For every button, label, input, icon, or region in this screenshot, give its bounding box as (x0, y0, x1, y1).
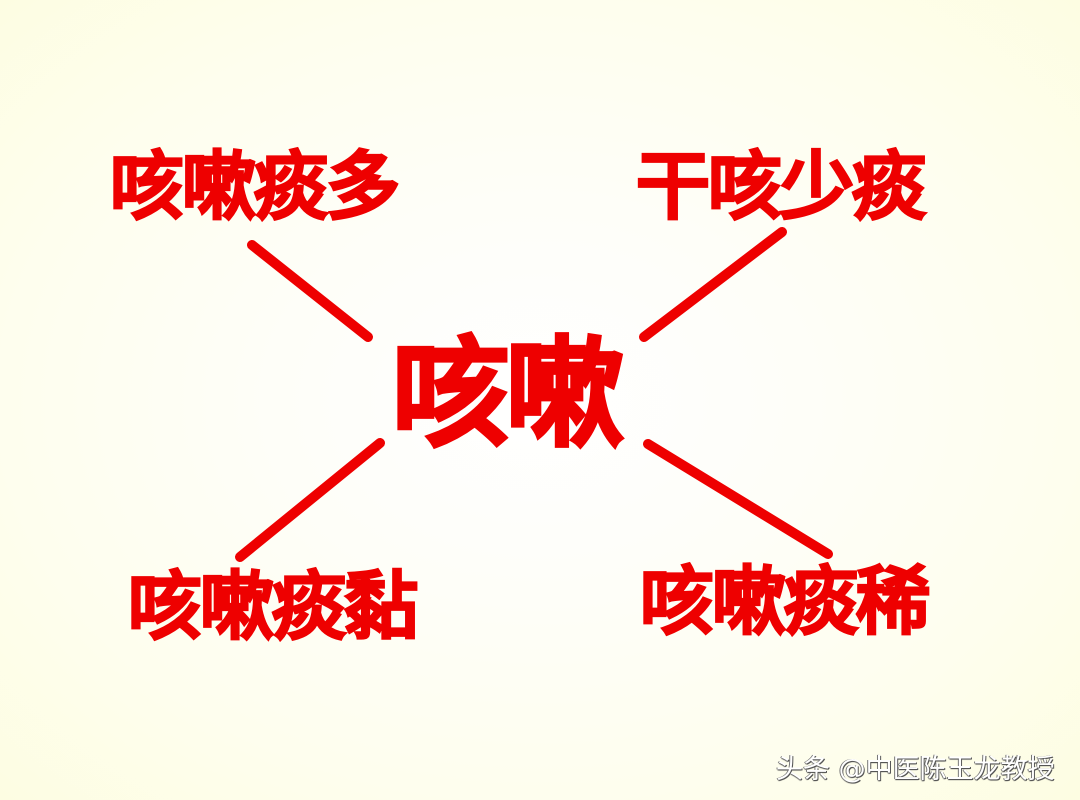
center-node-label: 咳嗽 (390, 325, 625, 463)
connector-top-left (247, 240, 373, 342)
watermark: 头条 @中医陈玉龙教授 (776, 754, 1055, 785)
connector-bottom-right (643, 439, 833, 559)
branch-label-top-left: 咳嗽痰多 (109, 144, 401, 230)
connector-top-right (639, 227, 787, 342)
branch-label-top-right: 干咳少痰 (635, 144, 927, 230)
connector-bottom-left (235, 438, 385, 562)
branch-label-bottom-left: 咳嗽痰黏 (127, 564, 419, 650)
branch-label-bottom-right: 咳嗽痰稀 (639, 559, 931, 645)
